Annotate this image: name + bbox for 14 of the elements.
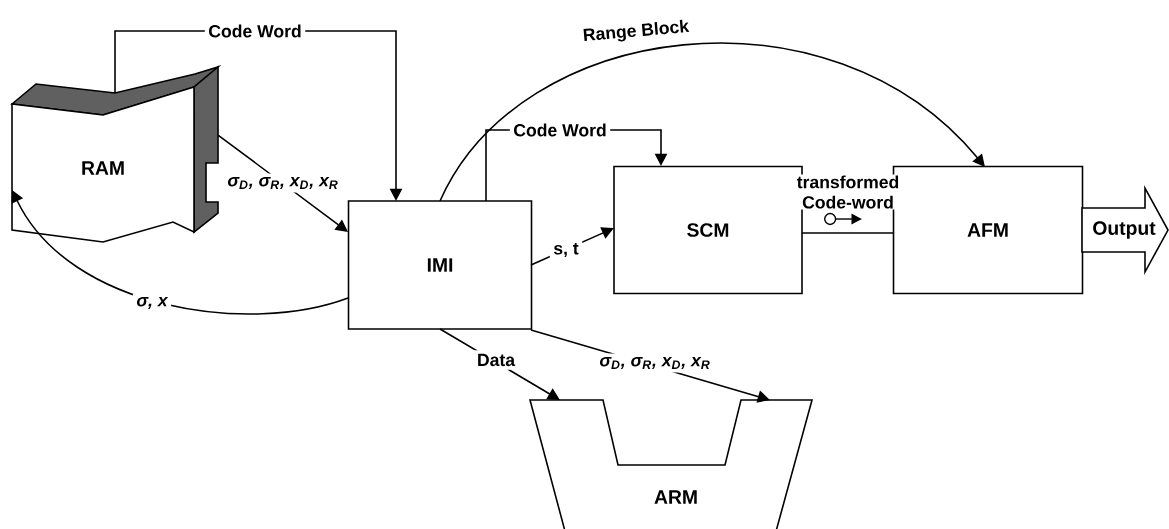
edge-label: s, t: [549, 239, 583, 261]
edge-label: Range Block: [578, 15, 694, 49]
arrow: [439, 42, 985, 202]
edge-label: transformed Code-word: [792, 174, 904, 210]
edge-label: σ$_{D}$, σ$_{R}$, x$_{D}$, x$_{R}$: [595, 353, 715, 373]
edge-label: Code Word: [204, 21, 306, 41]
storage-tray: ARM: [529, 399, 814, 529]
node-label: Output: [1093, 221, 1156, 239]
edge-label: Data: [473, 350, 519, 370]
edge-label: σ$_{D}$, σ$_{R}$, x$_{D}$, x$_{R}$: [223, 173, 343, 193]
process-box: IMI: [347, 200, 533, 330]
arrow: [11, 190, 349, 315]
edge-label: Code Word: [509, 120, 611, 140]
edge-label: σ, x: [132, 293, 172, 313]
